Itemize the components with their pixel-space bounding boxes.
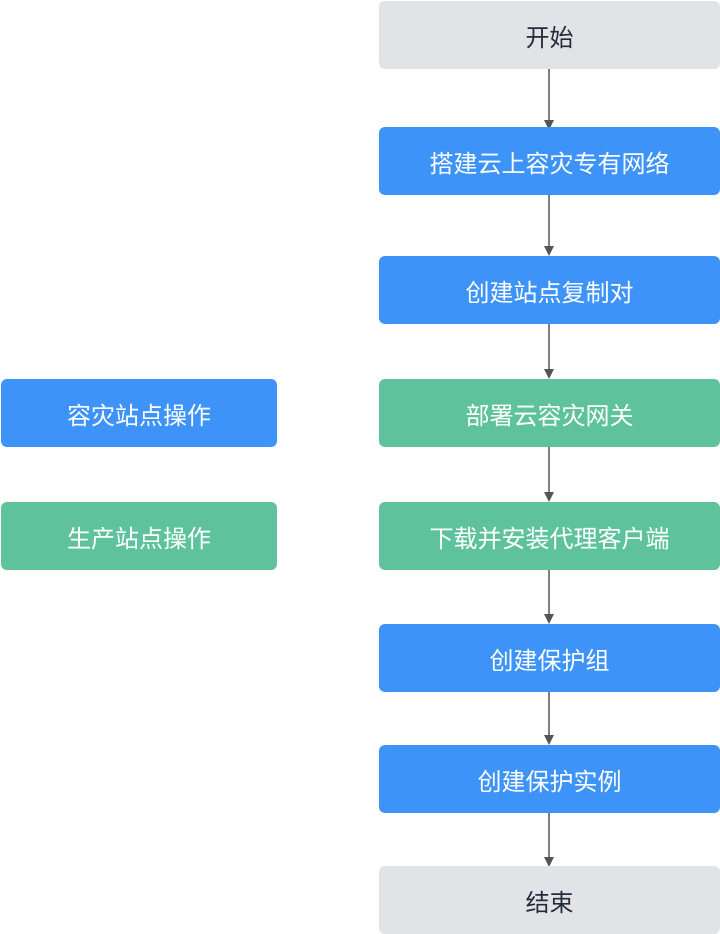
end-node: 结束 bbox=[379, 866, 720, 934]
step-deploy-dr-gateway: 部署云容灾网关 bbox=[379, 379, 720, 447]
legend-dr-site-operation: 容灾站点操作 bbox=[1, 379, 277, 447]
step-create-site-replication-pair: 创建站点复制对 bbox=[379, 256, 720, 324]
step-build-dr-vpc: 搭建云上容灾专有网络 bbox=[379, 127, 720, 195]
step-create-protected-instance: 创建保护实例 bbox=[379, 745, 720, 813]
legend-production-site-operation: 生产站点操作 bbox=[1, 502, 277, 570]
step-install-proxy-client: 下载并安装代理客户端 bbox=[379, 502, 720, 570]
start-node: 开始 bbox=[379, 1, 720, 69]
step-create-protection-group: 创建保护组 bbox=[379, 624, 720, 692]
